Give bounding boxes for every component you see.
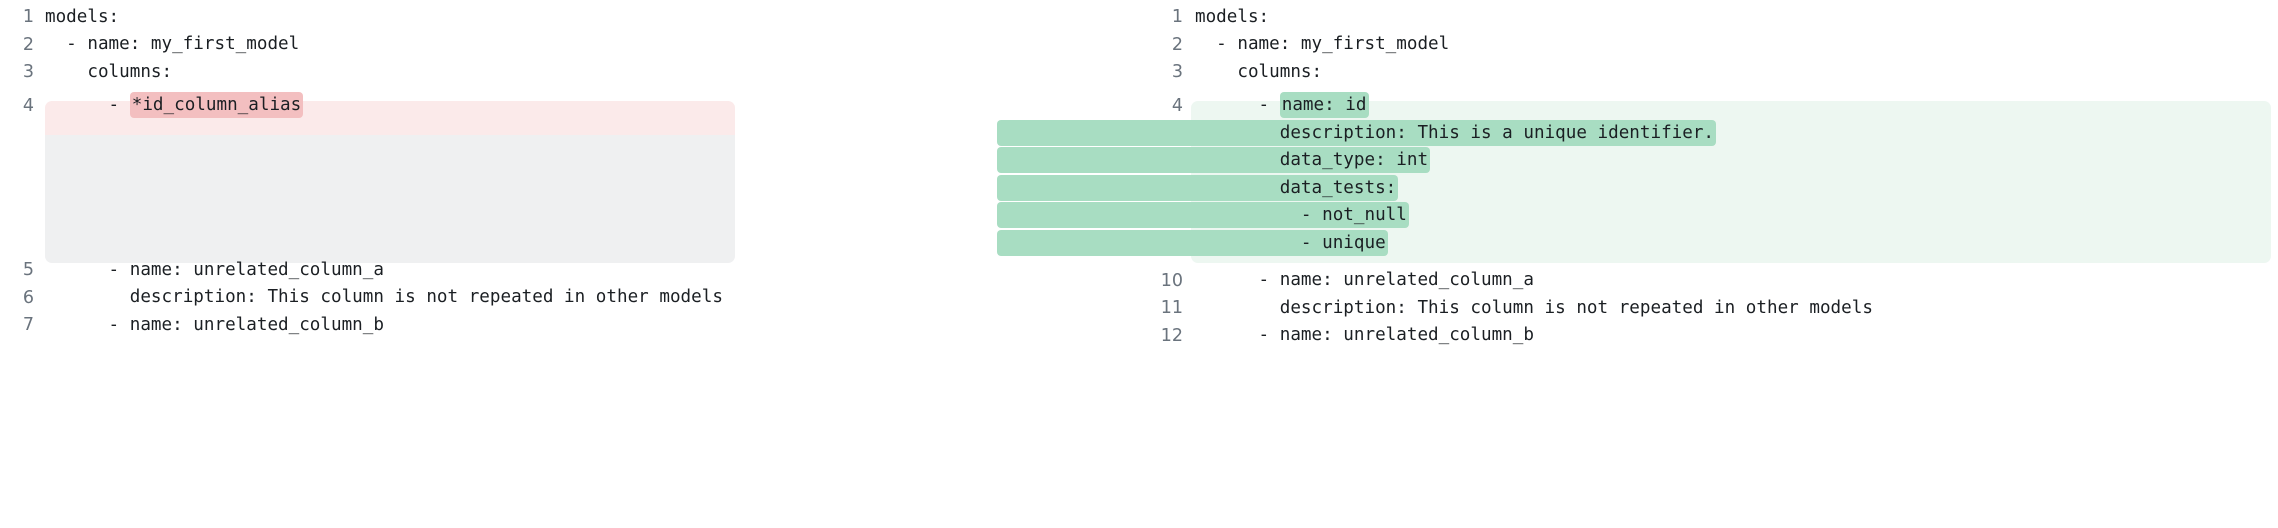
line-content: - *id_column_alias — [45, 92, 1139, 119]
line-content: - name: unrelated_column_a — [45, 259, 384, 280]
line-content: - name: unrelated_column_b — [1195, 325, 1534, 346]
code-line-added[interactable]: 5 description: This is a unique identifi… — [997, 119, 2278, 148]
line-number: 4 — [22, 95, 34, 116]
code-line[interactable]: 10 - name: unrelated_column_a — [1139, 268, 2278, 296]
code-lines-before: 1 models: 2 - name: my_first_model 3 col… — [0, 0, 1139, 340]
line-number: 3 — [1171, 62, 1183, 82]
line-content: models: — [1195, 6, 1270, 27]
line-content: - name: unrelated_column_b — [45, 314, 384, 335]
line-content: columns: — [45, 61, 173, 82]
code-line-added[interactable]: 6 data_type: int — [997, 147, 2278, 176]
line-number: 11 — [1160, 298, 1183, 318]
line-content: - name: id — [1195, 92, 2278, 119]
line-indent-prefix: - — [1195, 95, 1280, 116]
line-number: 2 — [1171, 34, 1183, 55]
code-line[interactable]: 1 models: — [1139, 4, 2278, 32]
placeholder-row — [0, 230, 1139, 252]
line-number: 12 — [1160, 325, 1183, 346]
line-content: - not_null — [997, 202, 2278, 229]
added-token: data_tests: — [997, 174, 1399, 201]
deleted-token: *id_column_alias — [129, 92, 304, 119]
code-line-deleted[interactable]: 4 - *id_column_alias — [0, 92, 1139, 121]
placeholder-block — [45, 135, 735, 263]
placeholder-row — [0, 203, 1139, 231]
code-line[interactable]: 1 models: — [0, 4, 1139, 32]
line-number: 1 — [22, 7, 34, 27]
line-content: - unique — [997, 229, 2278, 256]
added-token: - not_null — [997, 202, 1409, 229]
line-content: data_type: int — [997, 147, 2278, 174]
code-line-added[interactable]: 9 - unique — [997, 229, 2278, 258]
code-line[interactable]: 11 description: This column is not repea… — [1139, 295, 2278, 323]
line-content: description: This column is not repeated… — [1195, 297, 1873, 318]
line-content: description: This column is not repeated… — [45, 287, 723, 308]
code-line[interactable]: 3 columns: — [0, 59, 1139, 87]
line-indent-prefix: - — [45, 95, 130, 116]
line-number: 6 — [22, 287, 34, 308]
code-line[interactable]: 7 - name: unrelated_column_b — [0, 312, 1139, 340]
added-token: data_type: int — [997, 147, 1431, 174]
code-line-added[interactable]: 7 data_tests: — [997, 174, 2278, 203]
placeholder-row — [0, 148, 1139, 176]
added-token: - unique — [997, 229, 1388, 256]
placeholder-row — [0, 120, 1139, 148]
line-content: - name: my_first_model — [45, 34, 300, 55]
line-number: 4 — [1171, 95, 1183, 116]
code-line-added[interactable]: 8 - not_null — [997, 202, 2278, 231]
diff-pane-after: 1 models: 2 - name: my_first_model 3 col… — [997, 0, 2278, 528]
code-line-added[interactable]: 4 - name: id — [1139, 92, 2278, 121]
line-content: - name: my_first_model — [1195, 34, 1450, 55]
line-content: columns: — [1195, 61, 1323, 82]
line-content: - name: unrelated_column_a — [1195, 270, 1534, 291]
code-line[interactable]: 3 columns: — [1139, 59, 2278, 87]
diff-pane-before: 1 models: 2 - name: my_first_model 3 col… — [0, 0, 1139, 340]
line-content: description: This is a unique identifier… — [997, 119, 2278, 146]
line-number: 5 — [22, 260, 34, 280]
line-content: data_tests: — [997, 174, 2278, 201]
line-number: 1 — [1171, 7, 1183, 27]
line-number: 10 — [1160, 270, 1183, 291]
added-token: description: This is a unique identifier… — [997, 119, 1717, 146]
line-number: 3 — [22, 62, 34, 82]
code-line[interactable]: 12 - name: unrelated_column_b — [1139, 323, 2278, 351]
code-line[interactable]: 5 - name: unrelated_column_a — [0, 257, 1139, 285]
line-content: models: — [45, 6, 120, 27]
code-lines-after: 1 models: 2 - name: my_first_model 3 col… — [997, 0, 2278, 351]
line-number: 2 — [22, 34, 34, 55]
code-line[interactable]: 6 description: This column is not repeat… — [0, 285, 1139, 313]
line-number: 7 — [22, 315, 34, 335]
code-line[interactable]: 2 - name: my_first_model — [0, 32, 1139, 60]
code-line[interactable]: 2 - name: my_first_model — [1139, 32, 2278, 60]
added-token: name: id — [1279, 92, 1369, 119]
placeholder-row — [0, 175, 1139, 203]
